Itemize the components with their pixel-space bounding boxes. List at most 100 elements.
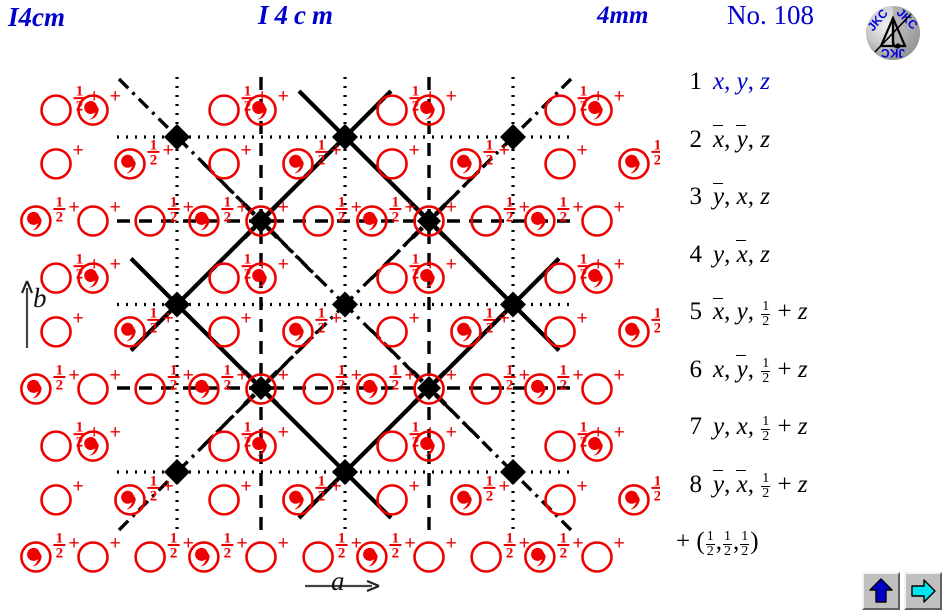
height-plus-sign: +	[257, 422, 268, 444]
height-plus-sign: +	[278, 365, 289, 387]
general-position	[208, 484, 240, 516]
height-denominator: 2	[392, 210, 400, 226]
diamond-glyph	[332, 459, 358, 485]
height-denominator: 2	[224, 378, 232, 394]
hm-part-lattice: I	[258, 0, 269, 30]
position-circle	[114, 148, 146, 180]
general-position	[376, 316, 408, 348]
height-plus-sign: +	[257, 86, 268, 108]
nav-up-button[interactable]	[862, 572, 900, 610]
general-position	[208, 148, 240, 180]
position-circle	[618, 316, 650, 348]
general-position-mirrored	[413, 430, 445, 462]
general-position	[77, 541, 109, 573]
position-circle	[40, 430, 72, 462]
height-numerator: 1	[338, 363, 346, 379]
operation-number: 1	[689, 68, 703, 95]
position-circle	[581, 205, 613, 237]
height-denominator: 2	[56, 546, 64, 562]
height-denominator: 2	[486, 488, 494, 504]
height-denominator: 2	[412, 99, 420, 115]
general-position-mirrored	[356, 205, 388, 237]
general-position	[302, 205, 334, 237]
general-position	[413, 373, 445, 405]
general-position	[544, 484, 576, 516]
height-plus-sign: +	[446, 86, 457, 108]
position-circle	[302, 205, 334, 237]
axis-arrows	[20, 280, 380, 593]
height-plus-sign: +	[236, 533, 247, 555]
operation-number: 4	[689, 240, 703, 268]
comma-glyph	[27, 211, 42, 231]
four-fold-axis	[164, 124, 190, 150]
position-circle	[581, 94, 613, 126]
comma-glyph	[289, 322, 304, 342]
height-plus-sign: +	[68, 365, 79, 387]
general-position	[413, 205, 445, 237]
two-fold-tail	[243, 226, 256, 239]
general-position	[376, 430, 408, 462]
general-position	[376, 484, 408, 516]
position-circle	[208, 262, 240, 294]
height-numerator: 1	[654, 137, 660, 153]
position-circle	[544, 430, 576, 462]
height-denominator: 2	[506, 210, 514, 226]
four-fold-axis	[500, 124, 526, 150]
height-plus-sign: +	[409, 139, 420, 161]
height-plus-sign: +	[183, 365, 194, 387]
height-denominator: 2	[486, 320, 494, 336]
operation-number: 7	[689, 413, 703, 440]
height-plus-sign: +	[110, 254, 121, 276]
height-plus-sign: +	[110, 86, 121, 108]
four-fold-axis	[332, 124, 358, 150]
general-position-mirrored	[618, 316, 650, 348]
general-position-mirrored	[524, 541, 556, 573]
general-position	[376, 94, 408, 126]
general-position-mirrored	[20, 541, 52, 573]
height-plus-sign: +	[110, 422, 121, 444]
diamond-glyph	[164, 124, 190, 150]
position-circle	[20, 541, 52, 573]
two-fold-tail	[411, 203, 424, 216]
height-plus-sign: +	[577, 475, 588, 497]
comma-glyph	[457, 322, 472, 342]
general-position	[134, 205, 166, 237]
general-position-mirrored	[524, 373, 556, 405]
height-plus-sign: +	[614, 422, 625, 444]
position-circle	[376, 484, 408, 516]
height-numerator: 1	[506, 363, 514, 379]
hm-part-axis3: m	[312, 0, 334, 30]
height-plus-sign: +	[330, 307, 341, 329]
position-circle	[245, 541, 277, 573]
diamond-glyph	[417, 209, 441, 233]
general-position	[40, 94, 72, 126]
position-circle	[544, 148, 576, 180]
position-circle	[544, 316, 576, 348]
position-circle	[544, 262, 576, 294]
general-position	[470, 205, 502, 237]
general-position	[40, 148, 72, 180]
height-plus-sign: +	[73, 139, 84, 161]
position-circle	[188, 373, 220, 405]
height-denominator: 2	[56, 210, 64, 226]
diamond-glyph	[249, 376, 273, 400]
position-circle	[77, 541, 109, 573]
height-plus-sign: +	[236, 197, 247, 219]
height-numerator: 1	[170, 531, 178, 547]
position-circle	[376, 262, 408, 294]
position-circle	[245, 262, 277, 294]
comma-glyph	[195, 379, 210, 399]
position-circle	[581, 541, 613, 573]
position-circle	[618, 148, 650, 180]
height-denominator: 2	[318, 488, 326, 504]
two-fold-tail	[434, 370, 447, 383]
general-position	[470, 373, 502, 405]
nav-right-button[interactable]	[904, 572, 942, 610]
general-position	[376, 148, 408, 180]
height-numerator: 1	[580, 84, 588, 100]
general-position	[40, 262, 72, 294]
position-circle	[413, 262, 445, 294]
